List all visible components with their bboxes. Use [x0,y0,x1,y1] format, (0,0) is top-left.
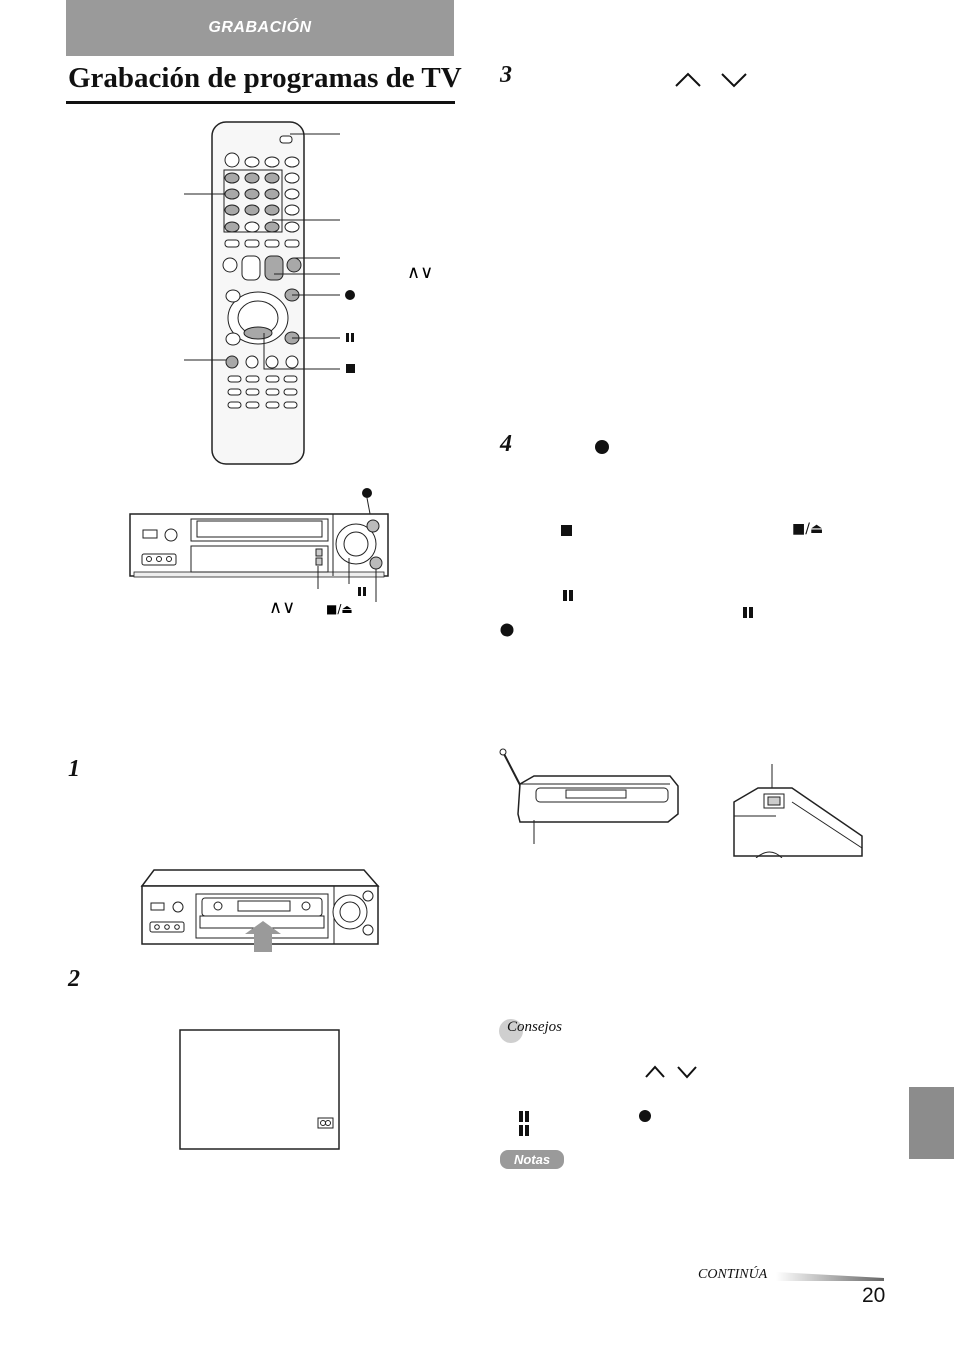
side-tab [909,1087,954,1159]
pause-icon [346,333,354,342]
cassette-tab-break-drawing [499,748,679,844]
record-icon [595,440,609,454]
step-2-number: 2 [68,966,80,992]
stop-icon [561,525,572,536]
pause-icon [519,1111,529,1122]
pause-icon [563,590,573,601]
consejos-marker [499,1019,523,1043]
record-icon [639,1110,651,1122]
remote-control-drawing: ∧∨ [184,121,433,465]
ch-arrows-label: ∧∨ [407,262,433,283]
cassette-insert-drawing [140,869,380,952]
record-icon [500,623,514,637]
ch-arrows-icon [645,1065,697,1079]
step-4-number: 4 [500,431,512,457]
record-icon [345,290,355,300]
ch-arrows-icon [675,72,747,88]
title-divider [66,101,455,104]
vcr-front-drawing: ∧∨ ■/⏏ [129,488,389,618]
stop-icon [346,364,355,373]
section-title: GRABACIÓN [208,19,312,36]
step-3-number: 3 [500,62,512,88]
record-icon [362,488,372,498]
section-header: GRABACIÓN [66,0,454,56]
pause-icon [743,607,753,618]
continua-arrow-bar [776,1272,884,1281]
step-1-number: 1 [68,756,80,782]
cassette-tape-cover-drawing [733,764,863,858]
stop-eject-label: ■/⏏ [326,602,353,616]
tv-screen-drawing [179,1029,340,1150]
ch-arrows-label: ∧∨ [269,597,295,618]
stop-eject-label: ■/⏏ [792,521,824,537]
notas-label: Notas [500,1150,564,1169]
pause-icon [519,1125,529,1136]
pause-icon [358,587,366,596]
page-number: 20 [862,1284,886,1307]
consejos-label: Consejos [507,1019,563,1035]
page-title: Grabación de programas de TV [68,62,462,94]
continua-label: CONTINÚA [698,1267,768,1282]
